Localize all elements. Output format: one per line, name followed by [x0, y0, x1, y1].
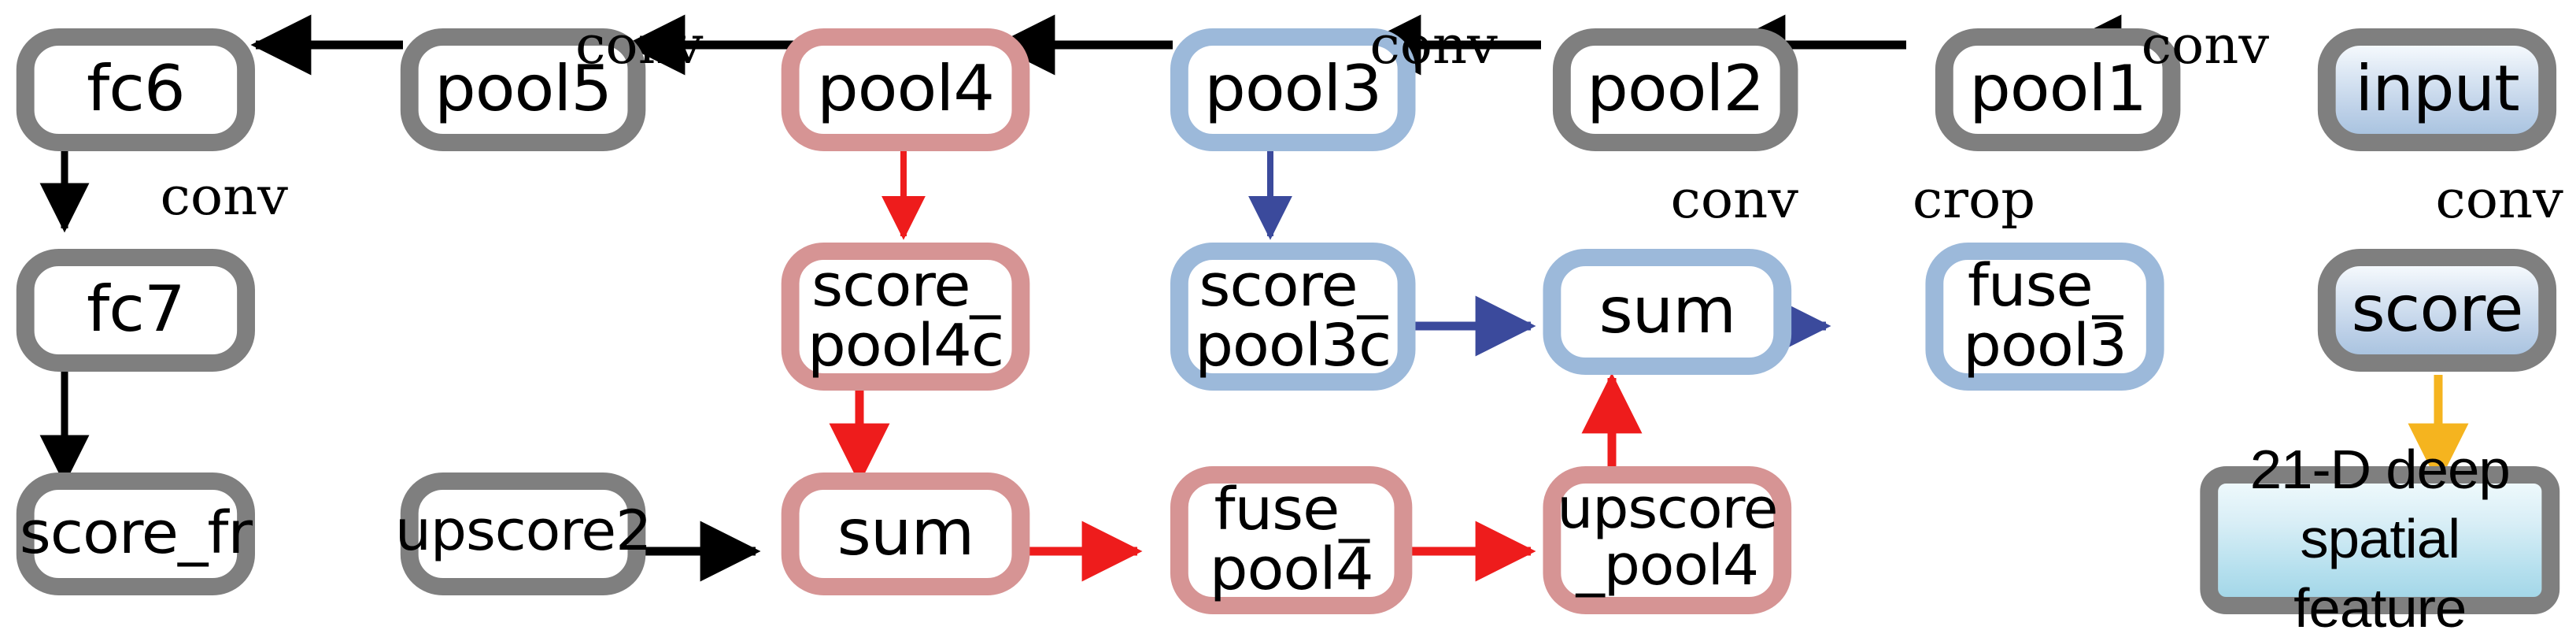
- edge-label-conv-pool4-score: conv: [1670, 169, 1798, 230]
- node-score[interactable]: score: [2317, 249, 2557, 372]
- node-upscore2[interactable]: upscore2: [395, 472, 652, 595]
- node-pool1[interactable]: pool1: [1935, 28, 2181, 151]
- node-label-pool3: pool3: [1204, 53, 1382, 126]
- node-label-upscore2: upscore2: [394, 501, 652, 565]
- edge-label-crop-pool4-score: crop: [1912, 169, 2036, 230]
- node-label-input: input: [2355, 53, 2520, 126]
- edge-label-conv-pool5-fc6: conv: [575, 14, 704, 76]
- node-label-upscore-pool4: upscore _pool4: [1557, 479, 1778, 598]
- node-label-fc6: fc6: [87, 53, 186, 126]
- node-sum-bottom[interactable]: sum: [781, 472, 1030, 595]
- node-label-score-pool3c: score_ pool3c: [1195, 252, 1391, 380]
- node-score-pool3c[interactable]: score_ pool3c: [1170, 243, 1416, 391]
- node-label-fc7: fc7: [87, 273, 186, 346]
- node-label-score: score: [2351, 273, 2523, 346]
- node-sum-middle[interactable]: sum: [1543, 249, 1792, 375]
- node-input[interactable]: input: [2317, 28, 2557, 151]
- node-label-21d-deep-spatial-feature: 21-D deep spatial feature: [2249, 439, 2511, 630]
- node-score-fr[interactable]: score_fr: [16, 472, 255, 595]
- edge-label-conv-fc6-fc7: conv: [160, 165, 289, 227]
- node-label-pool5: pool5: [434, 53, 612, 126]
- node-label-score-fr: score_fr: [19, 499, 253, 568]
- node-label-score-pool4c: score_ pool4c: [807, 252, 1004, 380]
- node-fc6[interactable]: fc6: [16, 28, 255, 151]
- node-fuse-pool4[interactable]: fuse_ pool4: [1170, 466, 1413, 614]
- node-21d-deep-spatial-feature[interactable]: 21-D deep spatial feature: [2200, 440, 2560, 630]
- node-pool4[interactable]: pool4: [781, 28, 1030, 151]
- node-score-pool4c[interactable]: score_ pool4c: [781, 243, 1030, 391]
- node-label-pool1: pool1: [1969, 53, 2147, 126]
- edge-label-conv-pool3-pool4: conv: [2141, 14, 2270, 76]
- edge-label-conv-pool3-score: conv: [2435, 169, 2563, 230]
- edge-label-conv-pool4-pool5: conv: [1369, 14, 1498, 76]
- node-fuse-pool3[interactable]: fuse_ pool3: [1925, 243, 2164, 391]
- node-fc7[interactable]: fc7: [16, 249, 255, 372]
- node-label-fuse-pool4: fuse_ pool4: [1209, 476, 1374, 603]
- node-label-pool4: pool4: [816, 53, 995, 126]
- node-upscore-pool4[interactable]: upscore _pool4: [1543, 466, 1792, 614]
- node-label-pool2: pool2: [1587, 53, 1765, 126]
- node-label-sum-bottom: sum: [837, 497, 975, 570]
- node-label-sum-middle: sum: [1598, 275, 1736, 348]
- node-pool2[interactable]: pool2: [1552, 28, 1798, 151]
- node-pool5[interactable]: pool5: [400, 28, 646, 151]
- node-label-fuse-pool3: fuse_ pool3: [1963, 252, 2127, 380]
